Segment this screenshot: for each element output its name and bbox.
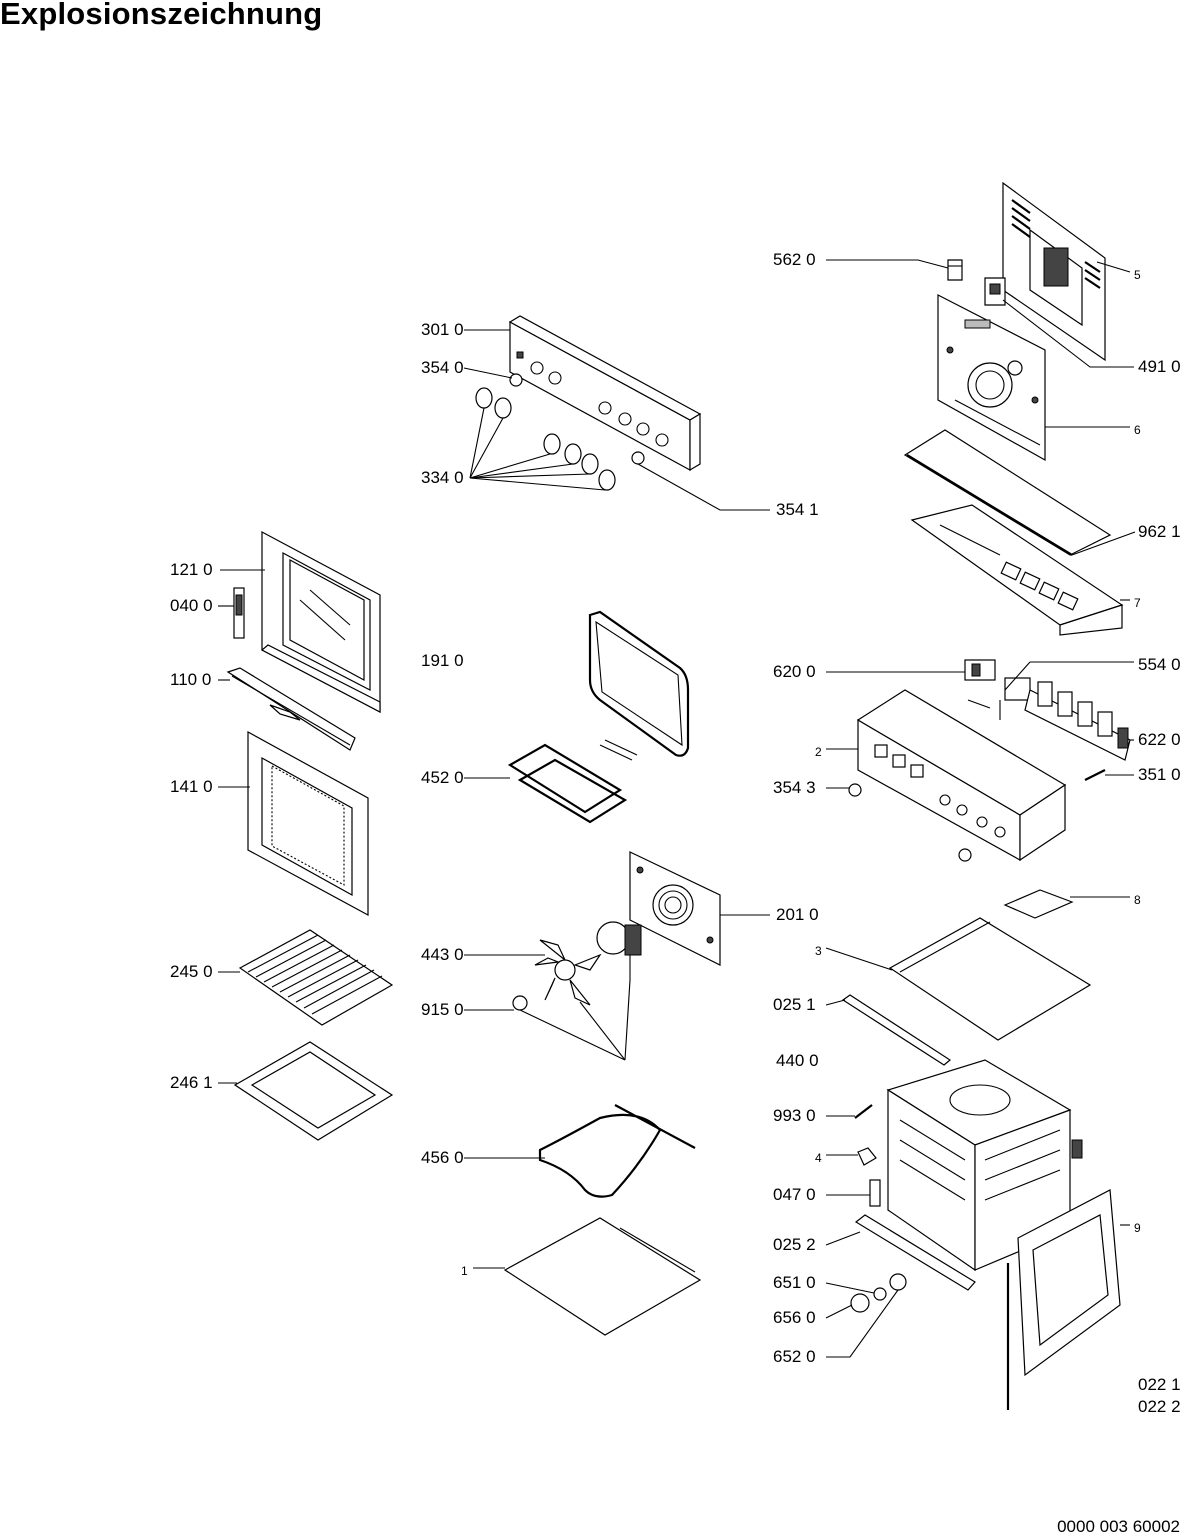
thermostat-part: [999, 677, 1031, 720]
screw-part: [854, 1104, 873, 1119]
label-452-0: 452 0: [421, 768, 464, 787]
label-9: 9: [1134, 1221, 1141, 1235]
grill-element-part: [507, 739, 638, 824]
label-110-0: 110 0: [170, 670, 212, 689]
label-491-0: 491 0: [1138, 357, 1181, 376]
label-022-2: 022 2: [1138, 1397, 1181, 1416]
label-1: 1: [461, 1264, 468, 1278]
label-354-0: 354 0: [421, 358, 464, 377]
page-title: Explosionszeichnung: [0, 0, 323, 31]
small-cover-part: [1003, 889, 1074, 919]
document-code: 0000 003 60002: [1057, 1517, 1180, 1536]
label-651-0: 651 0: [773, 1273, 816, 1292]
label-3: 3: [815, 944, 822, 958]
label-301-0: 301 0: [421, 320, 464, 339]
label-246-1: 246 1: [170, 1073, 213, 1092]
label-025-1: 025 1: [773, 995, 816, 1014]
label-201-0: 201 0: [776, 905, 819, 924]
label-456-0: 456 0: [421, 1148, 464, 1167]
label-040-0: 040 0: [170, 596, 213, 615]
label-2: 2: [815, 745, 822, 759]
door-glass-panel-part: [247, 730, 369, 917]
label-443-0: 443 0: [421, 945, 464, 964]
side-door-part: [1006, 1189, 1121, 1410]
label-962-1: 962 1: [1138, 522, 1181, 541]
hinge-bracket-part: [947, 259, 963, 281]
knob-cap-part-2: [631, 451, 645, 465]
control-housing-part: [856, 689, 1067, 862]
seal-strip-part: [903, 429, 1112, 556]
label-334-0: 334 0: [421, 468, 464, 487]
fan-motor-part: [596, 921, 642, 980]
door-hinge-part: [233, 587, 245, 639]
label-5: 5: [1134, 268, 1141, 282]
wire-rack-part: [238, 929, 394, 1026]
label-554-0: 554 0: [1138, 655, 1181, 674]
label-622-0: 622 0: [1138, 730, 1181, 749]
rear-panel-part: [1002, 181, 1106, 362]
label-245-0: 245 0: [170, 962, 213, 981]
switch-part: [984, 277, 1006, 306]
back-wall-part: [937, 294, 1046, 462]
knob-cap-part: [509, 373, 523, 387]
leader-lines: [218, 259, 1136, 1358]
baking-tray-part: [233, 1041, 394, 1141]
fan-cover-part: [629, 851, 721, 966]
bottom-element-part: [538, 1104, 696, 1198]
control-panel-part: [508, 315, 702, 472]
fan-wheel-part: [534, 939, 602, 1006]
bottom-plate-part: [503, 1217, 702, 1336]
oven-cavity-part: [886, 1059, 1083, 1272]
thermostat-knob-part: [850, 1273, 907, 1313]
label-047-0: 047 0: [773, 1185, 816, 1204]
top-cover-part: [910, 504, 1124, 636]
control-knobs-part: [475, 387, 616, 491]
label-915-0: 915 0: [421, 1000, 464, 1019]
selector-switch-part: [964, 659, 996, 709]
indicator-lamp-part: [1084, 769, 1106, 781]
label-354-3: 354 3: [773, 778, 816, 797]
label-351-0: 351 0: [1138, 765, 1181, 784]
label-022-1: 022 1: [1138, 1375, 1181, 1394]
knob-cap-part-3: [848, 783, 972, 862]
oven-door-seal-part: [588, 610, 690, 757]
label-4: 4: [815, 1151, 822, 1165]
clip-part: [857, 1147, 877, 1166]
door-handle-part: [226, 667, 356, 751]
label-121-0: 121 0: [170, 560, 213, 579]
label-354-1: 354 1: [776, 500, 819, 519]
label-6: 6: [1134, 423, 1141, 437]
label-440-0: 440 0: [776, 1051, 819, 1070]
label-993-0: 993 0: [773, 1106, 816, 1125]
rail-part: [841, 994, 952, 1066]
label-8: 8: [1134, 893, 1141, 907]
label-620-0: 620 0: [773, 662, 816, 681]
door-frame-part: [260, 530, 381, 713]
bottom-rail-part: [854, 1214, 976, 1291]
label-141-0: 141 0: [170, 777, 213, 796]
label-191-0: 191 0: [421, 651, 464, 670]
label-562-0: 562 0: [773, 250, 816, 269]
fan-nut-part: [512, 995, 528, 1011]
label-025-2: 025 2: [773, 1235, 816, 1254]
label-652-0: 652 0: [773, 1347, 816, 1366]
label-7: 7: [1134, 596, 1141, 610]
switch-block-part: [1024, 681, 1131, 761]
top-shelf-part: [888, 917, 1092, 1041]
label-656-0: 656 0: [773, 1308, 816, 1327]
side-hinge-part: [869, 1179, 881, 1207]
